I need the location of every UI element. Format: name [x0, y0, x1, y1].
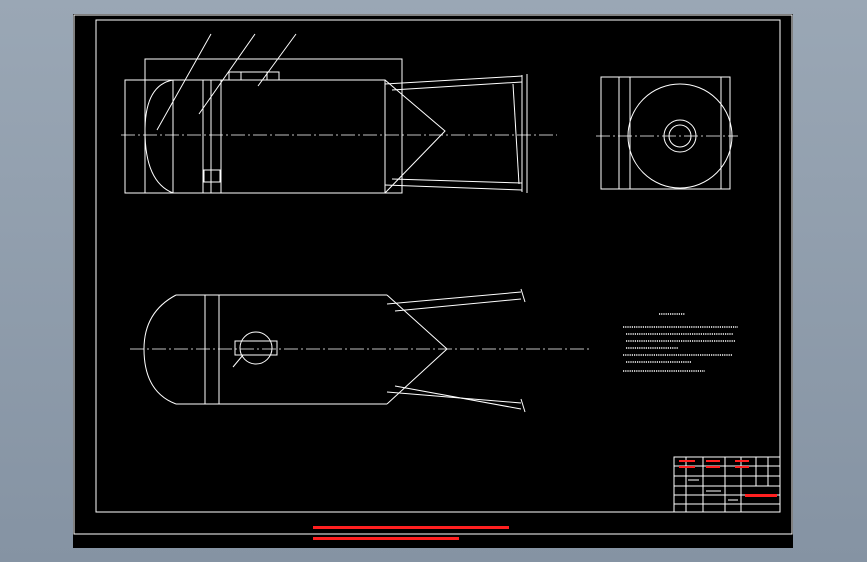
footer-mark	[313, 526, 509, 529]
title-mark	[735, 460, 749, 462]
side-view	[600, 76, 733, 190]
drawing-sheet	[73, 14, 793, 548]
technical-requirements-block	[623, 313, 738, 372]
footer-mark	[313, 537, 459, 540]
title-mark	[706, 460, 720, 462]
front-view	[124, 33, 528, 194]
title-mark	[706, 466, 720, 468]
top-view	[143, 288, 526, 413]
company-mark	[745, 494, 777, 497]
outer-frame	[73, 14, 793, 535]
title-block	[673, 456, 781, 513]
title-mark	[679, 460, 695, 462]
cad-drawing	[73, 14, 793, 540]
title-mark	[679, 466, 695, 468]
title-mark	[735, 466, 749, 468]
inner-frame	[95, 19, 781, 513]
